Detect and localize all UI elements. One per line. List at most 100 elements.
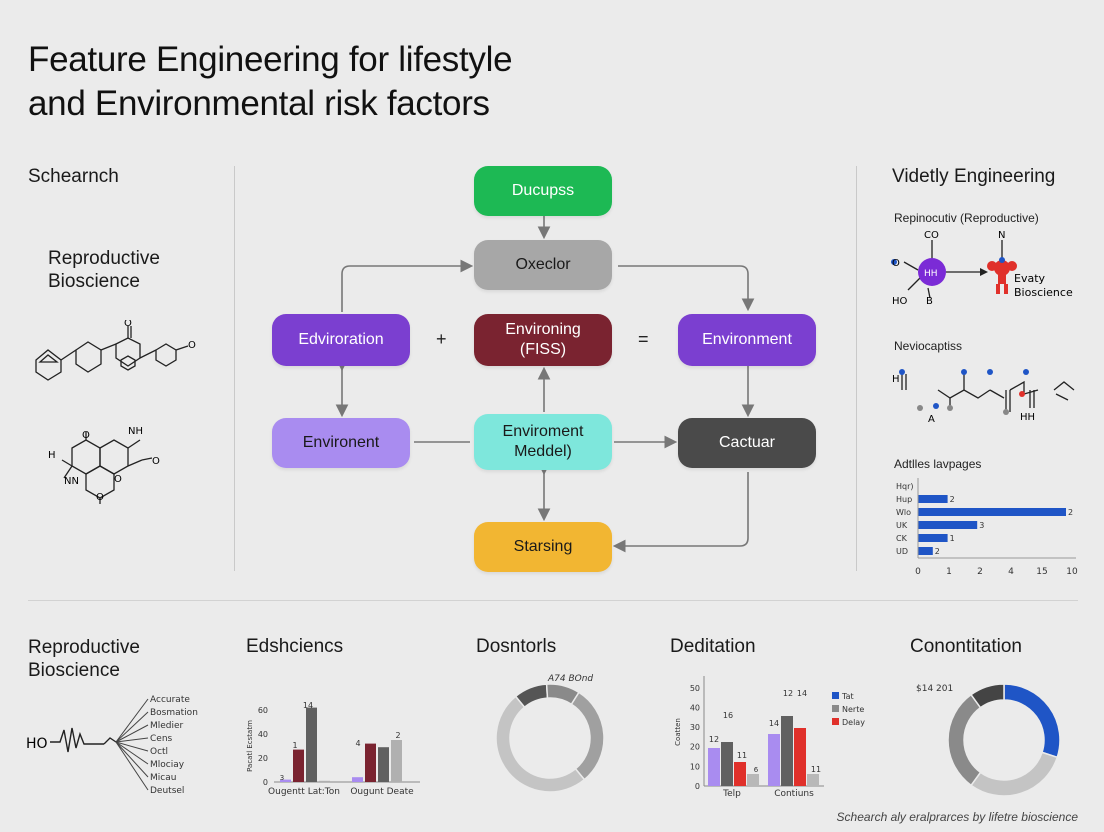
bottom-p4-title: Deditation	[670, 636, 756, 657]
p1-branch-line	[115, 741, 149, 752]
p1-list-item: Micau	[150, 773, 176, 783]
p2-bar	[293, 749, 304, 782]
p4-y-tick: 0	[695, 782, 700, 791]
atom-nn: NN	[64, 476, 79, 487]
p4-x-label: Telp	[722, 789, 741, 799]
flow-node-environing-fiss[interactable]: Environing (FISS)	[474, 314, 612, 366]
bottom-p3-donut	[495, 683, 605, 793]
p2-data-label: 3	[280, 774, 284, 782]
x-tick-label: 15	[1036, 567, 1047, 577]
p5-slice	[970, 751, 1059, 797]
p4-data-label: 14	[797, 689, 807, 698]
p4-y-tick: 40	[690, 703, 700, 712]
flow-connectors	[335, 216, 755, 553]
bar-category-label: Wlo	[896, 508, 911, 517]
x-tick-label: 4	[1008, 567, 1014, 577]
bar-value-label: 2	[950, 495, 955, 504]
flow-node-environment[interactable]: Environment	[678, 314, 816, 366]
right-heading: Videtly Engineering	[892, 166, 1056, 187]
p1-list-item: Octl	[150, 747, 168, 757]
p1-list-item: Cens	[150, 734, 173, 744]
p1-branch-line	[115, 737, 149, 743]
p4-data-label: 6	[754, 766, 759, 774]
p2-data-label: 2	[395, 731, 400, 740]
p2-y-tick: 20	[258, 754, 268, 763]
p1-branch-line	[115, 724, 149, 743]
flow-node-environent[interactable]: Environent	[272, 418, 410, 468]
p4-y-tick: 30	[690, 723, 700, 732]
right-sub1: Repinocutiv (Reproductive)	[894, 211, 1039, 225]
p1-list-item: Bosmation	[150, 708, 198, 718]
p5-slice	[947, 693, 982, 787]
atom-o3: O	[82, 430, 90, 441]
molecule-left-1: O O	[35, 320, 196, 381]
x-tick-label: 10	[1066, 567, 1078, 577]
p3-slice	[495, 695, 586, 793]
bar-category-label: Hup	[896, 495, 912, 504]
p2-y-tick: 0	[263, 778, 268, 787]
p4-bar	[794, 728, 806, 786]
atom-o4: O	[152, 456, 160, 467]
x-tick-label: 2	[977, 567, 983, 577]
mol1-out-line1: Evaty	[1014, 272, 1046, 285]
molecule-right-2: H A HH	[892, 369, 1075, 424]
p5-slice	[1003, 683, 1061, 759]
bar-category-label: UD	[896, 547, 908, 556]
divider-horizontal	[28, 600, 1078, 601]
p1-list-item: Deutsel	[150, 786, 184, 796]
atom-o6: O	[96, 492, 104, 503]
left-heading: Schearnch	[28, 166, 119, 187]
p4-bar	[747, 774, 759, 786]
p2-y-tick: 40	[258, 730, 268, 739]
p2-bar	[306, 707, 317, 782]
flow-node-cactuar[interactable]: Cactuar	[678, 418, 816, 468]
p5-label: $14 201	[916, 684, 954, 694]
flow-node-oxeclor[interactable]: Oxeclor	[474, 240, 612, 290]
bottom-p5-title: Conontitation	[910, 636, 1022, 657]
bar-value-label: 3	[979, 521, 984, 530]
flow-node-enviroment-meddel[interactable]: Enviroment Meddel)	[474, 414, 612, 470]
mol1-ho: HO	[892, 296, 908, 307]
p2-data-label: 4	[355, 739, 360, 748]
bar-mark	[918, 495, 948, 503]
p2-data-label: 14	[303, 701, 313, 710]
bottom-p5-donut	[947, 683, 1061, 797]
footer-caption: Schearch aly eralprarces by lifetre bios…	[836, 810, 1078, 824]
p2-bar	[280, 779, 291, 782]
p4-y-tick: 10	[690, 762, 700, 771]
flow-node-edviroration[interactable]: Edviroration	[272, 314, 410, 366]
p1-list-item: Mledier	[150, 721, 184, 731]
p3-label: A74 BOnd	[548, 674, 594, 684]
mol1-co: CO	[924, 230, 939, 241]
bar-category-label: CK	[896, 534, 908, 543]
bar-mark	[918, 534, 948, 542]
p4-data-label: 11	[737, 751, 747, 760]
p2-bar	[378, 747, 389, 782]
p2-data-label: 1	[292, 741, 297, 750]
p4-x-label: Contiuns	[774, 789, 814, 799]
flow-node-ducupss[interactable]: Ducupss	[474, 166, 612, 216]
p4-legend-swatch	[832, 718, 839, 725]
mol1-out-line2: Bioscience	[1014, 286, 1073, 299]
p4-legend-swatch	[832, 705, 839, 712]
p4-y-tick: 20	[690, 743, 700, 752]
bar-mark	[918, 521, 978, 529]
mol1-o: O	[892, 258, 900, 269]
mol1-center-label: HH	[924, 269, 938, 279]
p2-x-label: Ougentt Lat:Ton	[268, 787, 340, 797]
p4-bar	[721, 742, 733, 786]
atom-h: H	[48, 450, 56, 461]
p4-bar	[768, 734, 780, 786]
mol1-n: N	[998, 230, 1005, 241]
p1-branch-line	[115, 741, 149, 765]
x-tick-label: 0	[915, 567, 921, 577]
flow-node-starsing[interactable]: Starsing	[474, 522, 612, 572]
bottom-p1-title: Reproductive Bioscience	[28, 637, 140, 681]
p4-data-label: 12	[783, 689, 793, 698]
p1-list-item: Mlociay	[150, 760, 185, 770]
bar-value-label: 2	[935, 547, 940, 556]
p2-bar	[365, 743, 376, 782]
plus-operator: +	[436, 329, 447, 349]
